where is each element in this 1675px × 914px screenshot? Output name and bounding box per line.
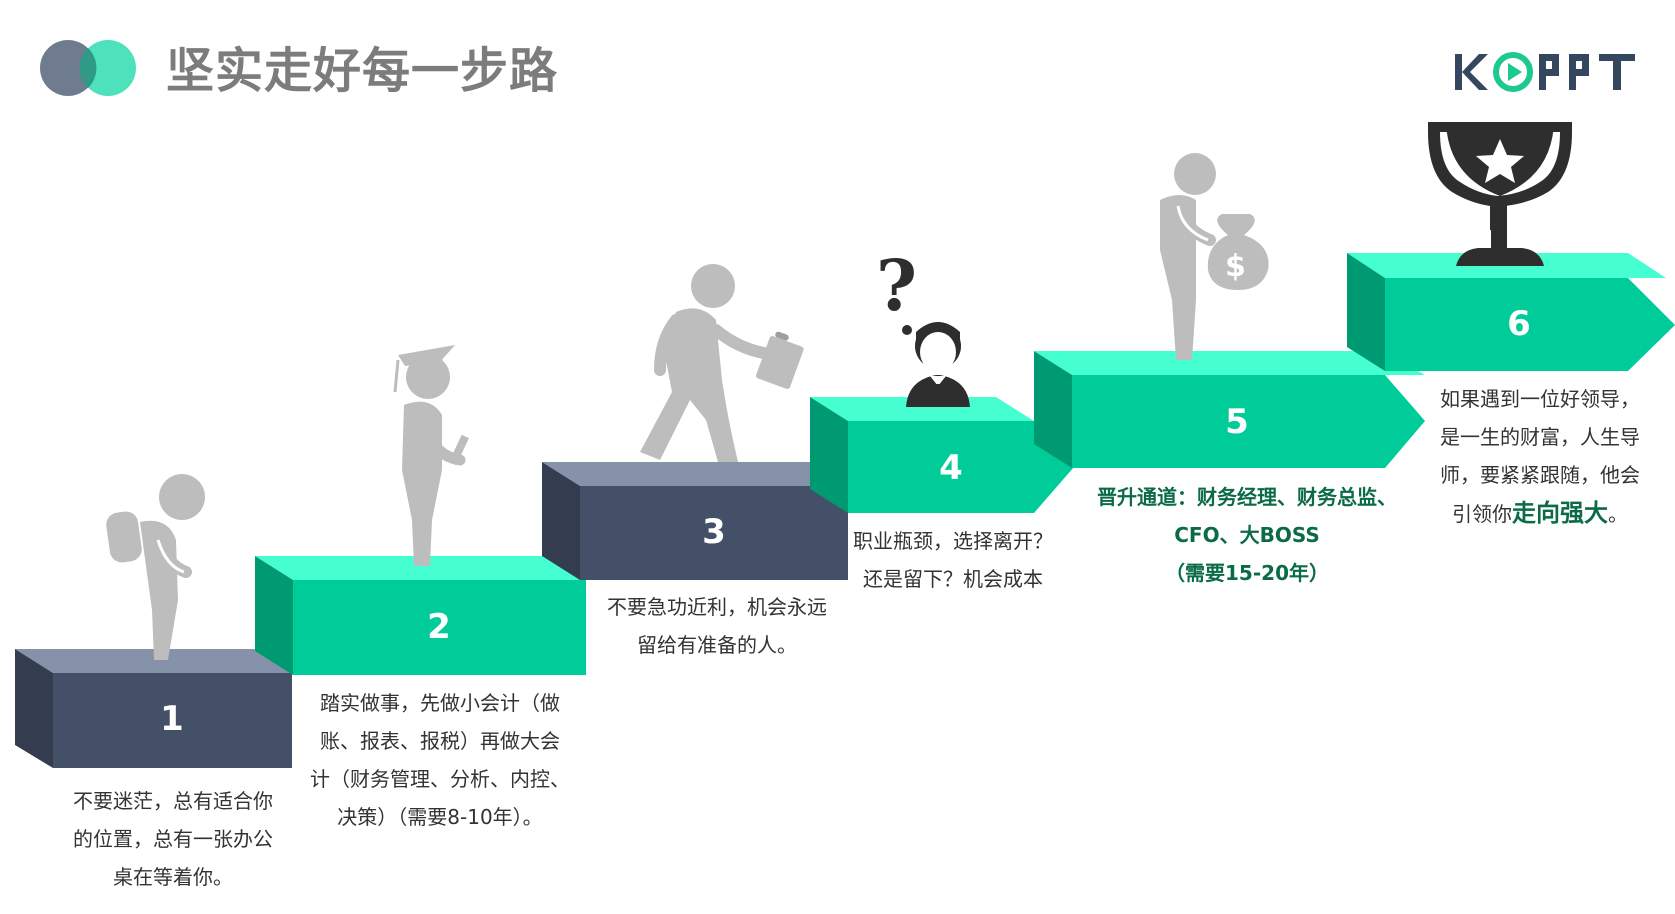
step-6-line-4-prefix: 引领你 [1452, 502, 1512, 526]
step-2-line-4: 决策）（需要8-10年）。 [337, 805, 543, 829]
svg-text:$: $ [1225, 249, 1246, 284]
step-2-block [255, 556, 586, 675]
graduate-figure [393, 345, 469, 566]
step-1-line-2: 的位置，总有一张办公 [73, 827, 273, 851]
step-2-line-3: 计（财务管理、分析、内控、 [310, 767, 570, 791]
step-5-block [1034, 351, 1425, 468]
step-1-description: 不要迷茫，总有适合你 的位置，总有一张办公 桌在等着你。 [58, 782, 288, 896]
koppt-logo [1455, 52, 1635, 92]
step-4-line-1: 职业瓶颈，选择离开？ [853, 529, 1053, 553]
step-3-line-2: 留给有准备的人。 [637, 633, 797, 657]
question-businessman-icon: ? [876, 244, 970, 407]
header-circles-icon [40, 40, 136, 96]
step-2-line-2: 账、报表、报税）再做大会 [320, 729, 560, 753]
step-3-block [542, 462, 848, 580]
step-2-description: 踏实做事，先做小会计（做 账、报表、报税）再做大会 计（财务管理、分析、内控、 … [295, 684, 585, 836]
step-6-line-4: 引领你走向强大。 [1425, 494, 1655, 533]
step-3-number: 3 [702, 512, 726, 552]
step-6-block [1347, 253, 1675, 371]
step-6-line-4-suffix: 。 [1608, 502, 1628, 526]
step-6-line-2: 是一生的财富，人生导 [1440, 425, 1640, 449]
step-3-description: 不要急功近利，机会永远 留给有准备的人。 [592, 588, 842, 664]
step-2-number: 2 [427, 607, 451, 647]
svg-text:?: ? [876, 244, 917, 327]
step-5-line-2: CFO、大BOSS [1174, 523, 1320, 547]
step-5-number: 5 [1225, 402, 1249, 442]
step-6-highlight: 走向强大 [1512, 499, 1608, 527]
step-6-line-1: 如果遇到一位好领导， [1440, 387, 1640, 411]
step-4-line-2: 还是留下？机会成本 [863, 567, 1043, 591]
step-2-line-1: 踏实做事，先做小会计（做 [320, 691, 560, 715]
step-1-block [15, 649, 292, 768]
step-5-description: 晋升通道：财务经理、财务总监、 CFO、大BOSS （需要15-20年） [1082, 478, 1412, 592]
student-backpack-figure [106, 474, 205, 660]
trophy-icon [1428, 122, 1572, 266]
step-1-line-1: 不要迷茫，总有适合你 [73, 789, 273, 813]
step-4-description: 职业瓶颈，选择离开？ 还是留下？机会成本 [848, 522, 1058, 598]
step-4-block [810, 397, 1074, 513]
money-bag-figure: $ [1160, 153, 1269, 360]
step-3-line-1: 不要急功近利，机会永远 [607, 595, 827, 619]
step-6-line-3: 师，要紧紧跟随，他会 [1440, 463, 1640, 487]
step-6-number: 6 [1507, 304, 1531, 344]
page-title: 坚实走好每一步路 [166, 43, 559, 99]
step-5-line-3: （需要15-20年） [1165, 561, 1329, 585]
step-1-number: 1 [160, 699, 184, 739]
step-4-number: 4 [939, 448, 963, 488]
walking-briefcase-figure [640, 264, 804, 462]
step-6-description: 如果遇到一位好领导， 是一生的财富，人生导 师，要紧紧跟随，他会 引领你走向强大… [1425, 380, 1655, 533]
step-1-line-3: 桌在等着你。 [113, 865, 233, 889]
step-5-line-1: 晋升通道：财务经理、财务总监、 [1097, 485, 1397, 509]
